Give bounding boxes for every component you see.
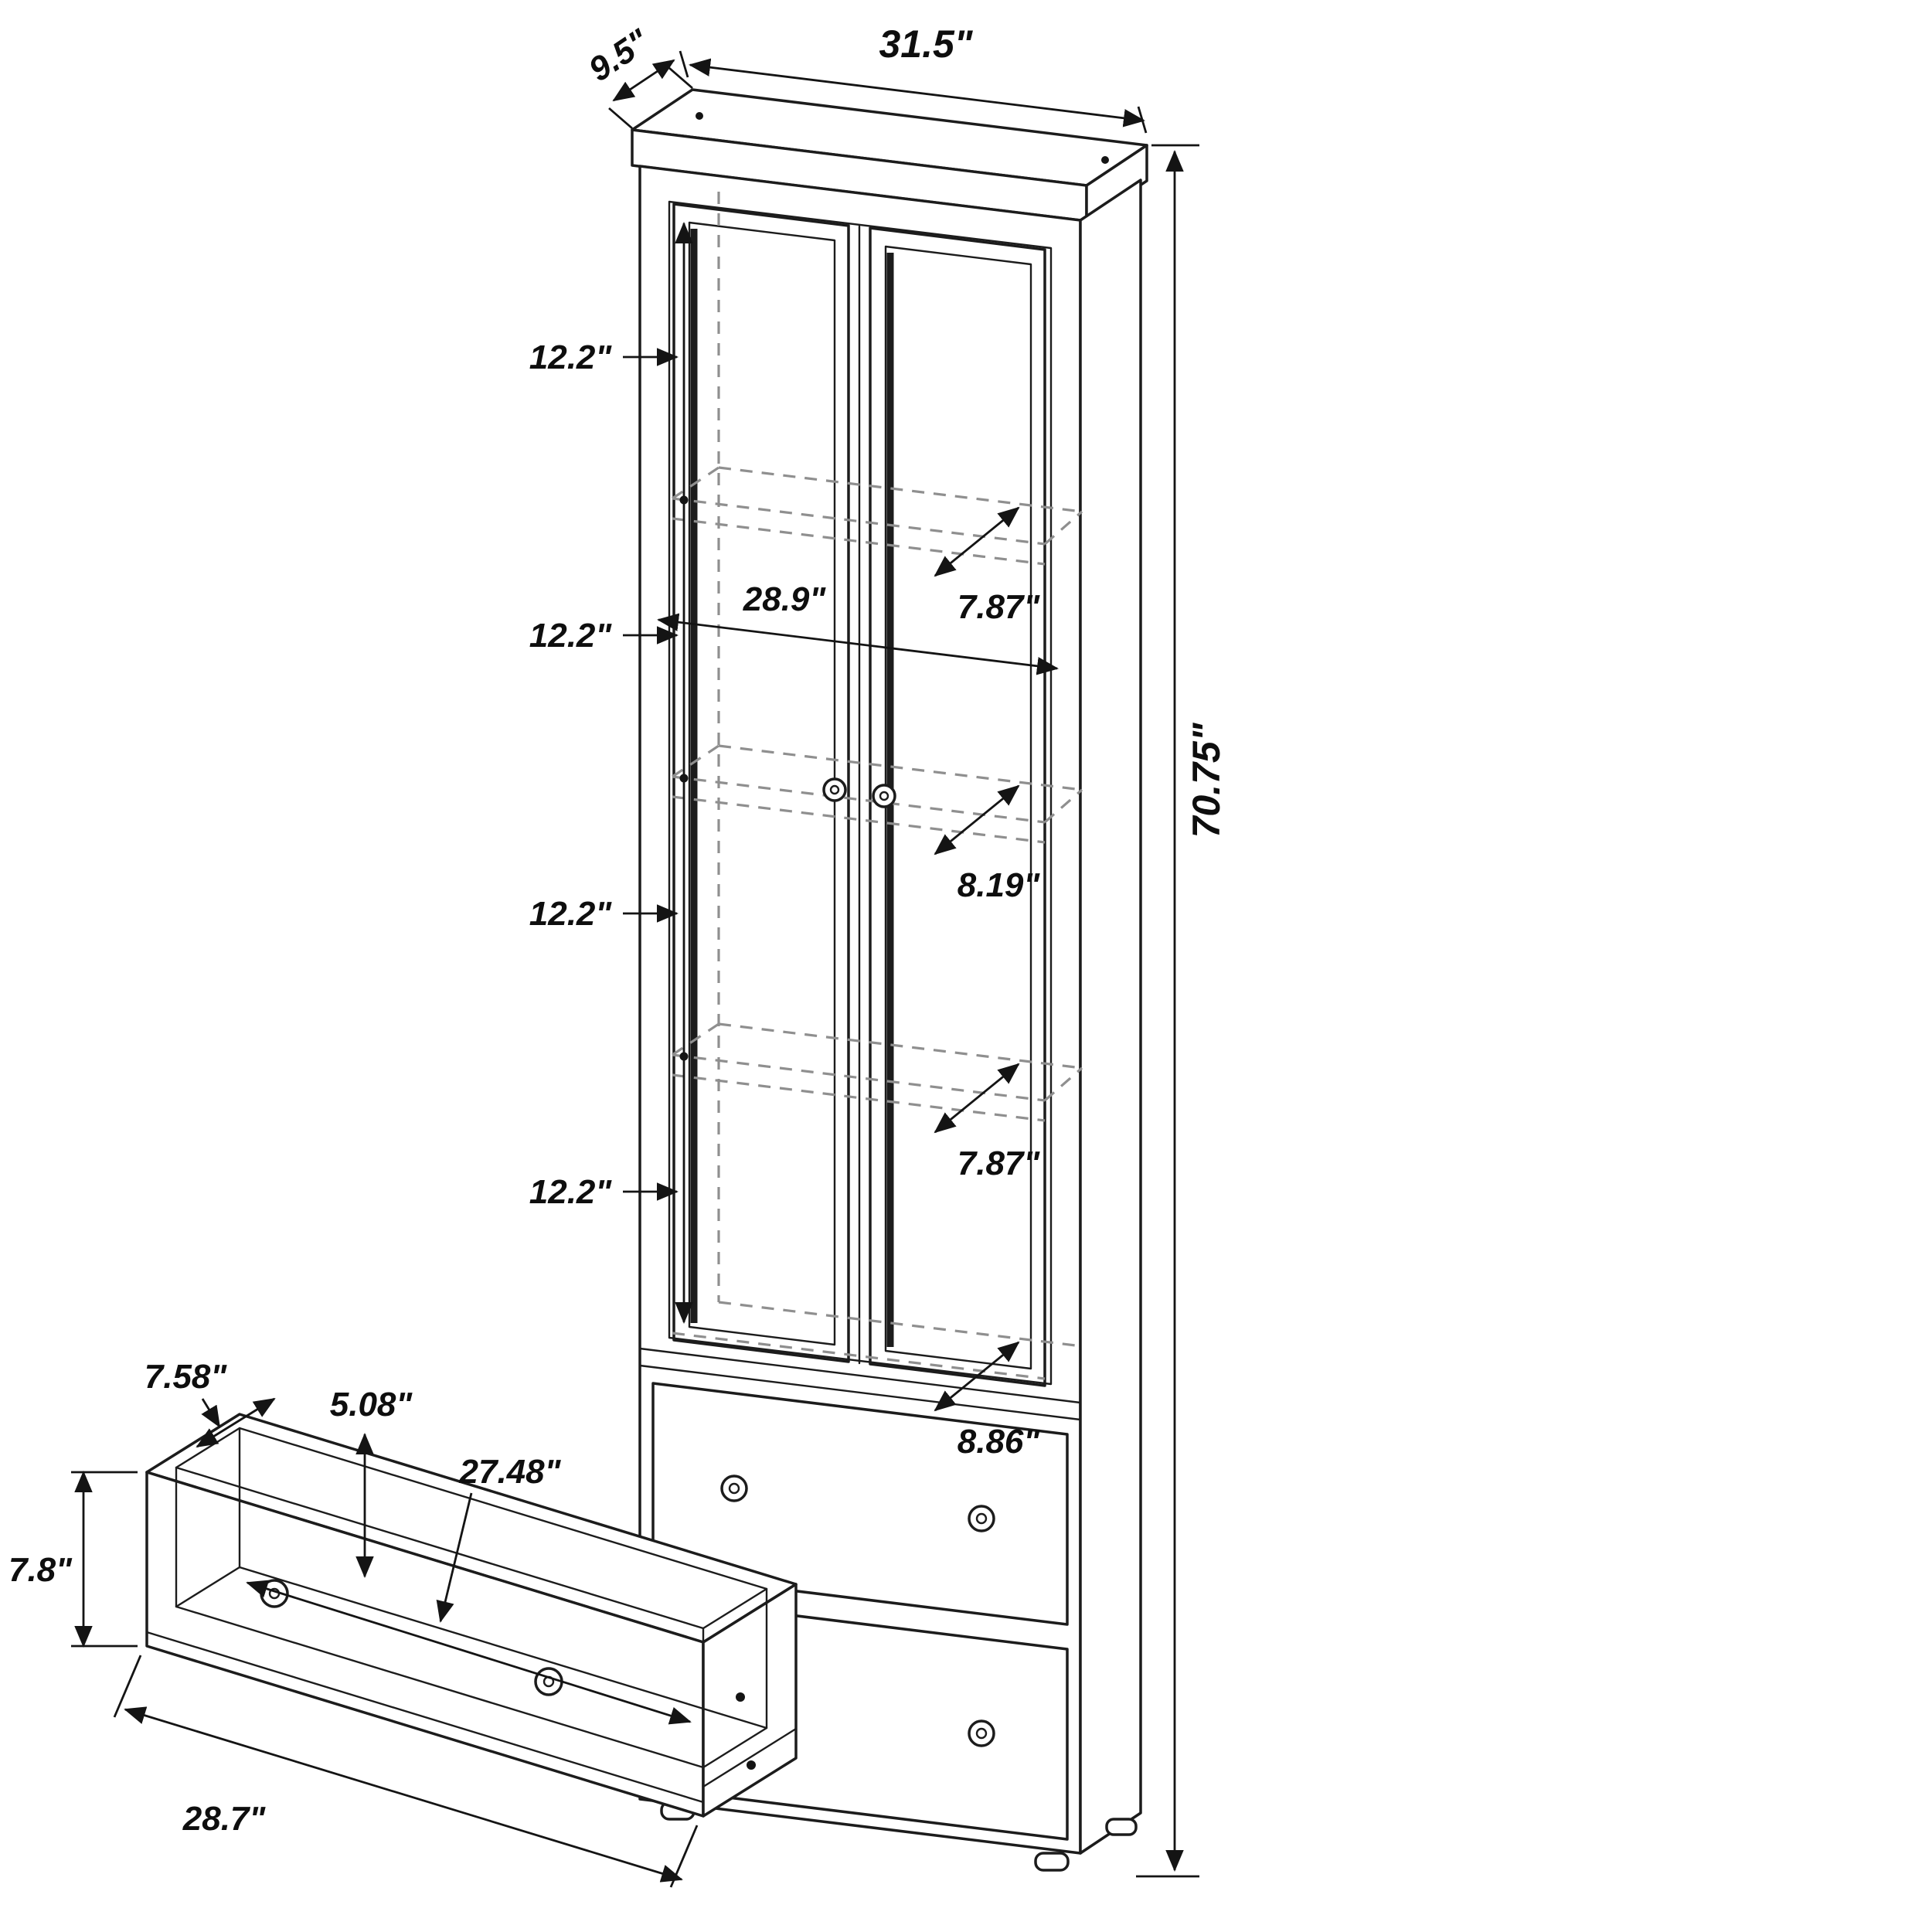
drawer-inner-depth-line xyxy=(196,1397,276,1448)
drawer1-knob-right xyxy=(968,1505,995,1532)
top-panel-side-face xyxy=(1085,144,1148,223)
drawer-detail-view: 7.58" 5.08" 27.48" 7.8" 28.7" xyxy=(9,1358,798,1888)
shelf2-back-edge xyxy=(718,744,1083,791)
drawer-inner-length-label: 27.48" xyxy=(459,1453,562,1491)
left-door-frame xyxy=(672,202,850,1363)
base-back-edge xyxy=(718,1301,1083,1348)
shelf-depth-label-4: 8.86" xyxy=(957,1423,1041,1461)
shelf-depth-label-1: 7.87" xyxy=(957,588,1041,626)
right-door-knob-center xyxy=(879,791,889,801)
drawer1-knob-left xyxy=(720,1475,748,1502)
drawer-length-label: 28.7" xyxy=(182,1800,267,1838)
depth-ext-tick-2 xyxy=(668,66,693,90)
shelf3-right-edge xyxy=(1043,1066,1083,1102)
base-depth-arrow xyxy=(934,1341,1020,1412)
right-door-frame xyxy=(869,226,1046,1387)
drawer-dimensions: 7.58" 5.08" 27.48" 7.8" 28.7" xyxy=(9,1358,699,1888)
drawer2-knob-right-center xyxy=(975,1727,988,1740)
foot-front-right xyxy=(1034,1852,1070,1872)
drawer-inner-height-label: 5.08" xyxy=(330,1386,413,1423)
door-knobs xyxy=(822,777,896,808)
shelf3-depth-arrow xyxy=(934,1063,1020,1134)
shelf2-depth-arrow xyxy=(934,784,1020,855)
height-dimension-label: 70.75" xyxy=(1185,722,1228,838)
drawer-side-screw-dot-1 xyxy=(736,1692,745,1702)
depth-ext-tick-1 xyxy=(608,107,633,130)
cabinet-view: 9.5" 31.5" 70.75" 12.2" 12.2" 12.2" xyxy=(529,22,1228,1878)
shelf1-back-edge xyxy=(718,466,1083,513)
drawer-length-line xyxy=(124,1706,683,1883)
depth-dimension-line xyxy=(612,59,675,102)
right-door-glass xyxy=(884,245,1032,1370)
shelf3-back-edge xyxy=(718,1022,1083,1070)
drawer-side-screw-dot-2 xyxy=(747,1760,756,1770)
drawer-inner-length-line xyxy=(246,1580,692,1725)
drawer-front-height-label: 7.8" xyxy=(9,1551,73,1589)
drawer-side-base-line xyxy=(702,1727,798,1788)
shelf2-right-edge xyxy=(1043,788,1083,824)
drawer-length-ext-tick-1 xyxy=(113,1655,142,1718)
right-door-knob xyxy=(872,784,896,808)
shelf-gap-label-1: 12.2" xyxy=(529,338,613,376)
shelf-depth-label-3: 7.87" xyxy=(957,1145,1041,1182)
shelf-depth-label-2: 8.19" xyxy=(957,866,1041,904)
interior-width-label: 28.9" xyxy=(743,580,827,618)
drawer-inner-depth-leader xyxy=(201,1398,221,1428)
shelf-gap-label-2: 12.2" xyxy=(529,617,613,655)
top-screw-dot-right xyxy=(1101,156,1109,164)
shelf-spacing-dot-1 xyxy=(679,495,689,505)
left-door-knob xyxy=(822,777,847,802)
width-dimension-label: 31.5" xyxy=(879,22,973,66)
drawer2-knob-right xyxy=(968,1719,995,1747)
drawer1-knob-left-center xyxy=(728,1482,740,1495)
left-door-knob-center xyxy=(829,784,840,795)
shelf-gap-label-4: 12.2" xyxy=(529,1173,613,1211)
foot-back-right xyxy=(1105,1818,1138,1836)
top-screw-dot-left xyxy=(696,112,703,120)
interior-width-line xyxy=(657,613,1059,675)
drawer1-knob-right-center xyxy=(975,1512,988,1525)
cabinet-dimensions: 9.5" 31.5" 70.75" 12.2" 12.2" 12.2" xyxy=(529,22,1228,1878)
drawer-inner-depth-label: 7.58" xyxy=(145,1358,228,1396)
door-opening-frame xyxy=(668,200,1053,1386)
shelf-spacing-dot-3 xyxy=(679,1052,689,1061)
width-ext-tick-1 xyxy=(679,50,689,78)
shelf-spacing-dot-2 xyxy=(679,774,689,783)
body-side-face xyxy=(1079,179,1142,1855)
drawer-detail-knob-2 xyxy=(534,1667,563,1696)
shelf1-right-edge xyxy=(1043,510,1083,546)
shelf1-depth-arrow xyxy=(934,506,1020,577)
drawer-front-1 xyxy=(651,1382,1069,1626)
width-dimension-line xyxy=(689,58,1145,128)
shelf-gap-label-3: 12.2" xyxy=(529,895,613,933)
